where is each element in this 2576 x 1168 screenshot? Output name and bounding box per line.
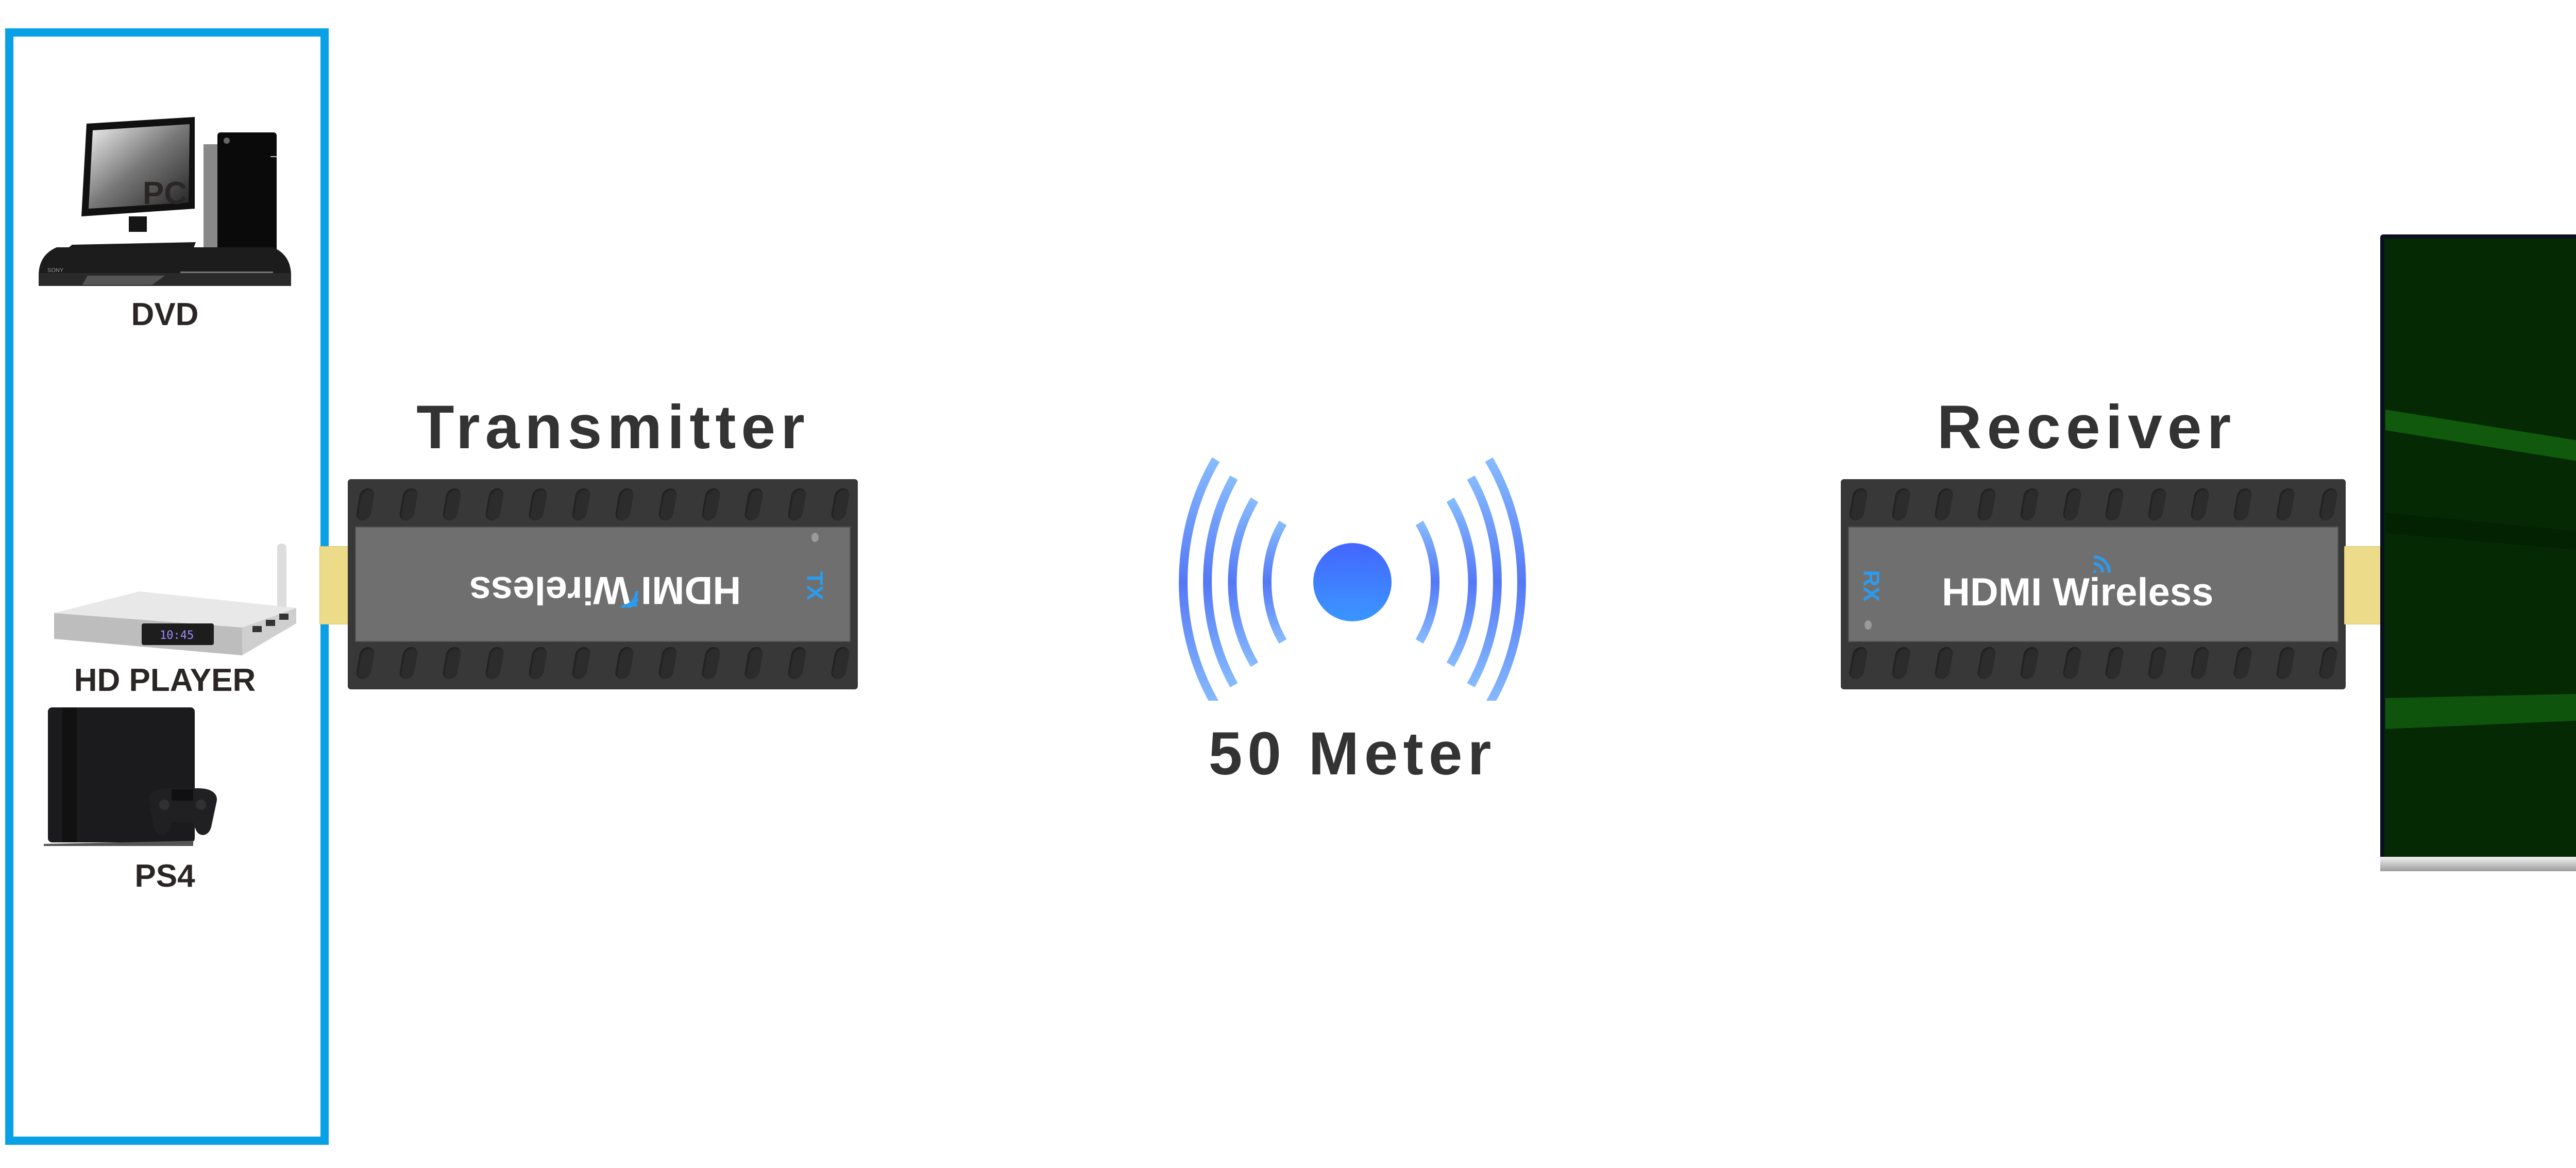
game-console-icon [44, 706, 286, 850]
media-box-clock: 10:45 [160, 629, 194, 642]
receiver-device-label: HDMI Wireless [1942, 570, 2214, 614]
svg-text:SONY: SONY [47, 267, 64, 274]
transmitter-device-label: HDMI Wireless [469, 568, 741, 612]
wireless-signal-icon [1133, 443, 1571, 707]
receiver-device: RX HDMI Wireless [1841, 479, 2346, 689]
signal-range-label: 50 Meter [1208, 720, 1497, 788]
transmitter-hdmi-connector [319, 546, 349, 624]
media-box-icon: 10:45 [31, 536, 299, 659]
dvd-player-icon: SONY [36, 245, 294, 291]
source-label-pc: PC [142, 176, 188, 211]
transmitter-device: HDMI Wireless TX [348, 479, 858, 689]
transmitter-tag-tx: TX [802, 571, 827, 601]
wifi-icon [619, 588, 639, 609]
receiver-led [1865, 620, 1872, 630]
source-label-hd-player: HD PLAYER [74, 663, 256, 698]
transmitter-led [811, 533, 819, 542]
receiver-panel: RX HDMI Wireless [1848, 527, 2338, 642]
receiver-tag-rx: RX [1858, 570, 1884, 602]
transmitter-panel: HDMI Wireless TX [355, 527, 851, 642]
receiver-title: Receiver [1937, 393, 2236, 462]
television-icon: TCL [2380, 234, 2576, 940]
source-label-dvd: DVD [131, 297, 199, 332]
source-label-ps4: PS4 [134, 858, 195, 894]
wifi-icon [2091, 554, 2112, 575]
transmitter-title: Transmitter [416, 393, 810, 462]
desktop-computer-icon [52, 95, 278, 273]
